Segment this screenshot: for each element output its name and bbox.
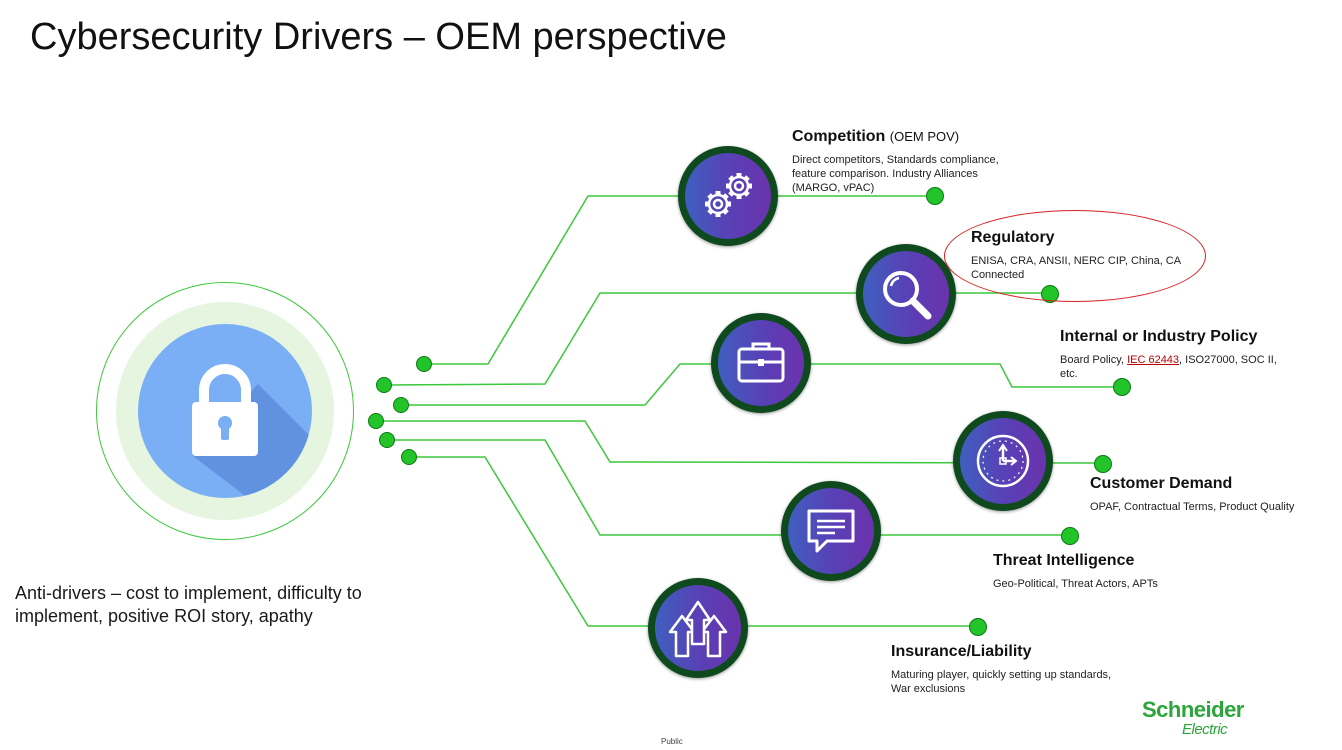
hub-dot	[393, 397, 409, 413]
policy-description: Board Policy, IEC 62443, ISO27000, SOC I…	[1060, 354, 1277, 380]
magnifier-icon	[883, 271, 932, 320]
insurance-node	[648, 578, 748, 678]
iec-62443-link[interactable]: IEC 62443	[1127, 354, 1180, 366]
competition-subtitle: (OEM POV)	[889, 129, 960, 144]
briefcase-icon	[737, 342, 785, 383]
regulatory-node	[856, 244, 956, 344]
connector-insurance	[409, 456, 976, 627]
end-dot-customer	[1094, 455, 1112, 473]
end-dot-insurance	[969, 618, 987, 636]
threat-node	[781, 481, 881, 581]
hub-dot	[416, 356, 432, 372]
connector-competition	[424, 195, 930, 365]
competition-title: Competition (OEM POV)	[792, 128, 960, 145]
competition-node	[678, 146, 778, 246]
footer-classification: Public	[661, 737, 683, 746]
competition-description: Direct competitors, Standards compliance…	[792, 154, 999, 194]
stopwatch-icon	[976, 434, 1030, 488]
insurance-title: Insurance/Liability	[891, 643, 1032, 660]
threat-description: Geo-Political, Threat Actors, APTs	[993, 578, 1158, 590]
customer-title: Customer Demand	[1090, 475, 1233, 492]
gears-icon	[705, 173, 752, 217]
connector-policy	[401, 363, 1120, 406]
speech-bubble-icon	[807, 509, 855, 553]
schneider-electric-logo: Schneider Electric	[1142, 697, 1244, 739]
regulatory-description: ENISA, CRA, ANSII, NERC CIP, China, CA C…	[971, 255, 1181, 281]
hub-dot	[376, 377, 392, 393]
customer-description: OPAF, Contractual Terms, Product Quality	[1090, 501, 1295, 513]
end-dot-policy	[1113, 378, 1131, 396]
arrows-up-icon	[668, 600, 728, 658]
lock-icon	[138, 324, 312, 498]
hub-dot	[368, 413, 384, 429]
anti-drivers-text: Anti-drivers – cost to implement, diffic…	[15, 583, 362, 626]
hub-dot	[379, 432, 395, 448]
page-title: Cybersecurity Drivers – OEM perspective	[30, 16, 727, 58]
hub-dot	[401, 449, 417, 465]
highlight-ellipse	[944, 210, 1206, 302]
insurance-description: Maturing player, quickly setting up stan…	[891, 669, 1112, 695]
regulatory-title: Regulatory	[971, 229, 1055, 246]
threat-title: Threat Intelligence	[993, 552, 1135, 569]
end-dot-competition	[926, 187, 944, 205]
connector-regulatory	[383, 292, 1048, 386]
customer-node	[953, 411, 1053, 511]
end-dot-threat	[1061, 527, 1079, 545]
policy-title: Internal or Industry Policy	[1060, 328, 1258, 345]
connector-customer	[376, 420, 1101, 464]
policy-node	[711, 313, 811, 413]
